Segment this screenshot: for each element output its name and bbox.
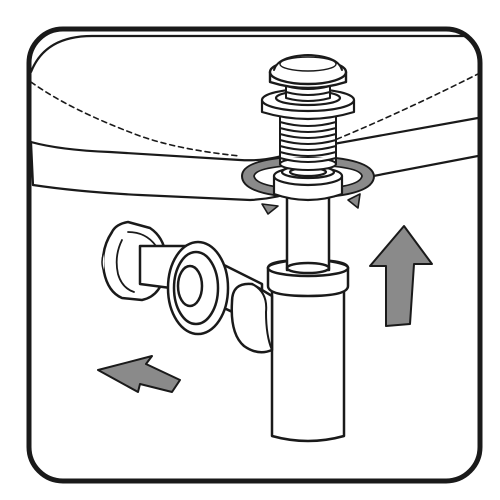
drain-nut [272,164,344,202]
trap-body [266,258,350,443]
drain-tube [285,194,331,275]
threaded-drain [279,111,337,171]
arrow-toward-wall [97,355,181,393]
side-connector [230,282,274,354]
outlet-flange [166,240,230,336]
arrow-up [369,225,433,327]
popup-cap [268,54,348,90]
